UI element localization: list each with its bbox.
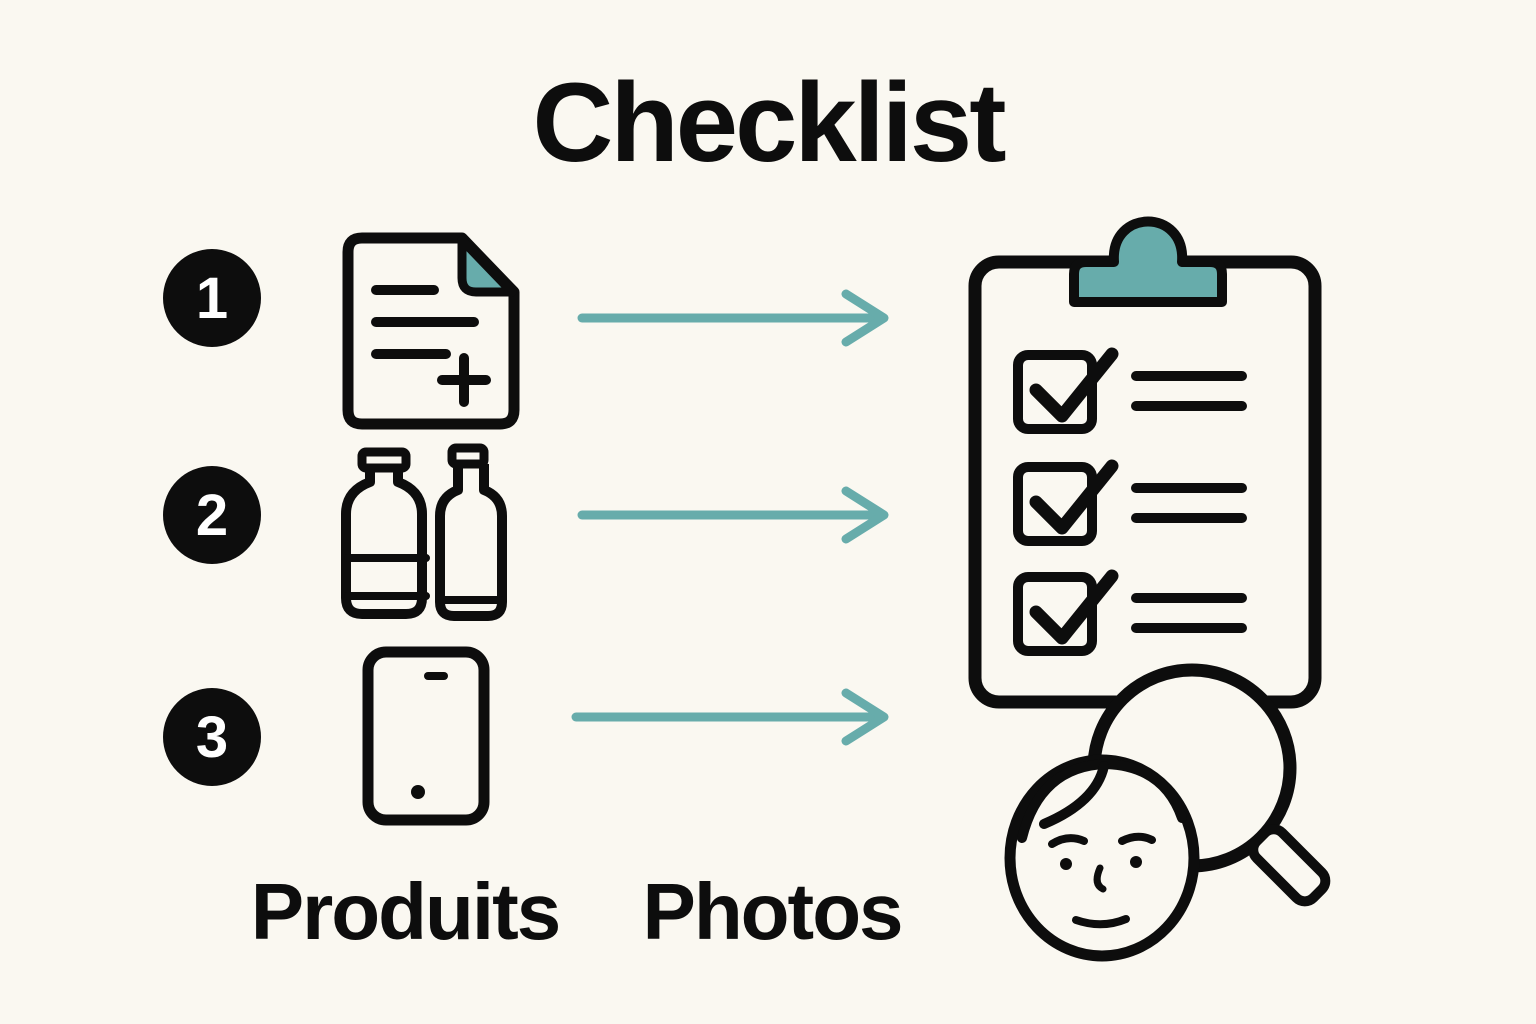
step-1-number: 1	[195, 265, 229, 331]
label-photos: Photos	[642, 867, 903, 956]
step-1-badge: 1	[163, 249, 261, 347]
person-magnifier-icon	[1004, 663, 1331, 962]
product-bottles-icon	[341, 443, 507, 621]
flow-arrows	[571, 289, 889, 746]
step-3-number: 3	[195, 704, 229, 770]
arrow-1-icon	[577, 289, 889, 347]
check-icon	[1029, 459, 1119, 535]
label-produits: Produits	[250, 867, 561, 956]
document-plus-icon	[342, 232, 520, 430]
check-icon	[1029, 347, 1119, 423]
checklist-row-2	[1013, 459, 1247, 546]
clipboard-checklist-icon	[968, 216, 1322, 709]
step-2-number: 2	[195, 482, 229, 548]
arrow-2-icon	[577, 486, 889, 544]
person-face-icon	[1004, 754, 1200, 962]
smartphone-icon	[362, 646, 490, 826]
page-title: Checklist	[532, 60, 1007, 185]
checklist-row-3	[1013, 569, 1247, 656]
step-3-badge: 3	[163, 688, 261, 786]
step-2-badge: 2	[163, 466, 261, 564]
arrow-3-icon	[571, 688, 889, 746]
check-icon	[1029, 569, 1119, 645]
checklist-row-1	[1013, 347, 1247, 434]
